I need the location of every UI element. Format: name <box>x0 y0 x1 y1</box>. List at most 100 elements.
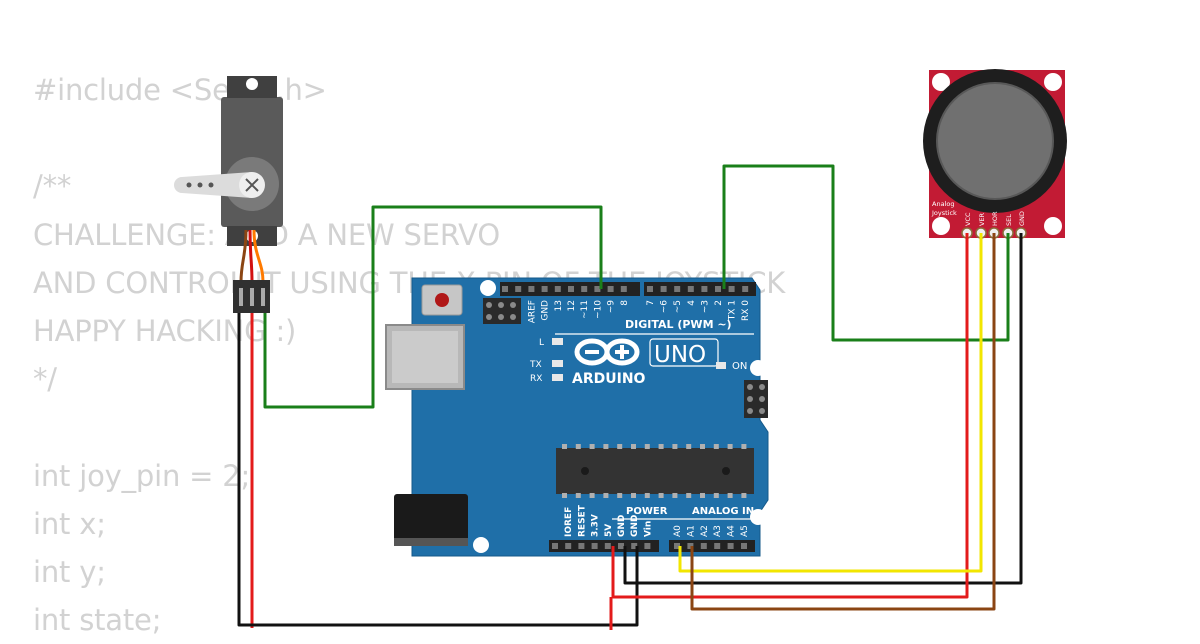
header-hole <box>578 543 585 549</box>
mount-hole-3 <box>750 509 766 525</box>
joystick-hole-3 <box>932 217 950 235</box>
power-pin-label: 3.3V <box>591 514 601 537</box>
wire-servo-signal[interactable] <box>263 205 603 409</box>
digital-pin-label: 2 <box>714 300 724 306</box>
power-pin-label: RESET <box>577 504 587 537</box>
joystick-label-1: Analog <box>932 200 954 208</box>
wire-joystick-vcc[interactable] <box>611 233 969 599</box>
chip-leg <box>603 444 609 449</box>
chip-leg <box>562 493 567 498</box>
chip-leg <box>589 444 595 449</box>
joystick-pin-label: HOR <box>991 211 999 226</box>
power-pin-label: IOREF <box>564 507 574 537</box>
digital-pwm-label: DIGITAL (PWM ~) <box>625 318 732 331</box>
joystick-label-2: Joystick <box>931 209 957 217</box>
chip-leg <box>617 493 623 498</box>
digital-pin-label: TX 1 <box>728 300 738 321</box>
header-hole <box>607 286 614 292</box>
chip-leg <box>617 444 623 449</box>
icsp-pin <box>759 396 765 402</box>
chip-leg <box>603 493 609 498</box>
icsp-pin <box>759 408 765 414</box>
wire-joystick-sel[interactable] <box>722 164 1010 342</box>
wire-joystick-hor[interactable] <box>690 233 996 611</box>
icsp-pin <box>747 408 753 414</box>
chip-dot-right <box>722 467 730 475</box>
reset-button-cap[interactable] <box>435 293 449 307</box>
header-hole <box>502 286 508 292</box>
header-hole <box>701 286 708 292</box>
icsp-pin <box>498 302 504 308</box>
wire-joystick-ver[interactable] <box>678 233 983 573</box>
chip-legs <box>562 444 747 498</box>
chip-leg <box>741 444 747 449</box>
header-hole <box>644 543 651 549</box>
servo-connector-pin-1 <box>239 288 243 306</box>
arduino-logo <box>574 338 640 366</box>
servo-connector-pin-2 <box>250 288 254 306</box>
chip-leg <box>713 444 719 449</box>
header-hole <box>541 286 548 292</box>
servo-lead-brown <box>239 229 248 283</box>
power-label: POWER <box>626 506 668 517</box>
servo-motor <box>174 76 283 313</box>
usb-port-inner <box>392 331 458 383</box>
code-line: HAPPY HACKING :) <box>33 314 297 349</box>
header-hole <box>554 286 561 292</box>
header-hole <box>741 543 747 549</box>
header-hole <box>687 286 694 292</box>
digital-pin-label: 4 <box>687 300 697 306</box>
header-hole <box>631 543 638 549</box>
chip-leg <box>686 444 692 449</box>
header-hole <box>620 286 627 292</box>
code-line: int x; <box>33 506 106 541</box>
analog-pin-label: A5 <box>740 525 750 537</box>
on-led <box>716 362 726 369</box>
header-hole <box>618 543 624 549</box>
chip-leg <box>686 493 692 498</box>
header-hole <box>647 286 653 292</box>
digital-pin-label: 13 <box>554 300 564 311</box>
header-hole <box>728 286 735 292</box>
icsp-pin <box>486 314 492 320</box>
chip-leg <box>741 493 747 498</box>
chip-leg <box>672 444 678 449</box>
chip-leg <box>658 493 664 498</box>
servo-mount-hole-bottom <box>246 230 258 242</box>
digital-pin-label: ~6 <box>660 300 670 314</box>
code-line: int y; <box>33 555 106 590</box>
chip-dot-left <box>581 467 589 475</box>
code-line: /** <box>33 169 72 204</box>
header-hole <box>714 543 721 549</box>
digital-pin-label: GND <box>541 300 551 321</box>
power-pin-label: 5V <box>604 524 614 537</box>
servo-mount-hole-top <box>246 78 258 90</box>
joystick-pin-label: VCC <box>964 212 972 226</box>
digital-pin-label: ~3 <box>700 300 710 313</box>
digital-header-holes <box>502 286 749 292</box>
wire-servo-gnd[interactable] <box>237 313 639 627</box>
analog-pin-label: A2 <box>700 525 710 537</box>
header-hole <box>552 543 558 549</box>
chip-leg <box>713 493 719 498</box>
servo-horn-hole-2 <box>197 182 203 188</box>
header-hole <box>568 286 574 292</box>
servo-horn-hole-1 <box>186 182 192 188</box>
icsp-pin <box>510 314 516 320</box>
chip-leg <box>658 444 664 449</box>
header-hole <box>742 286 749 292</box>
header-hole <box>715 286 721 292</box>
wire-joystick-gnd[interactable] <box>623 233 1023 585</box>
header-hole <box>528 286 535 292</box>
mount-hole-2 <box>750 360 766 376</box>
joystick-knob[interactable] <box>936 82 1054 200</box>
analog-in-label: ANALOG IN <box>692 506 754 517</box>
header-hole <box>674 286 681 292</box>
header-hole <box>700 543 707 549</box>
arduino-wordmark: ARDUINO <box>572 371 646 387</box>
led-tx-rx: TX RX <box>529 360 563 384</box>
digital-pin-label: 8 <box>620 300 630 306</box>
